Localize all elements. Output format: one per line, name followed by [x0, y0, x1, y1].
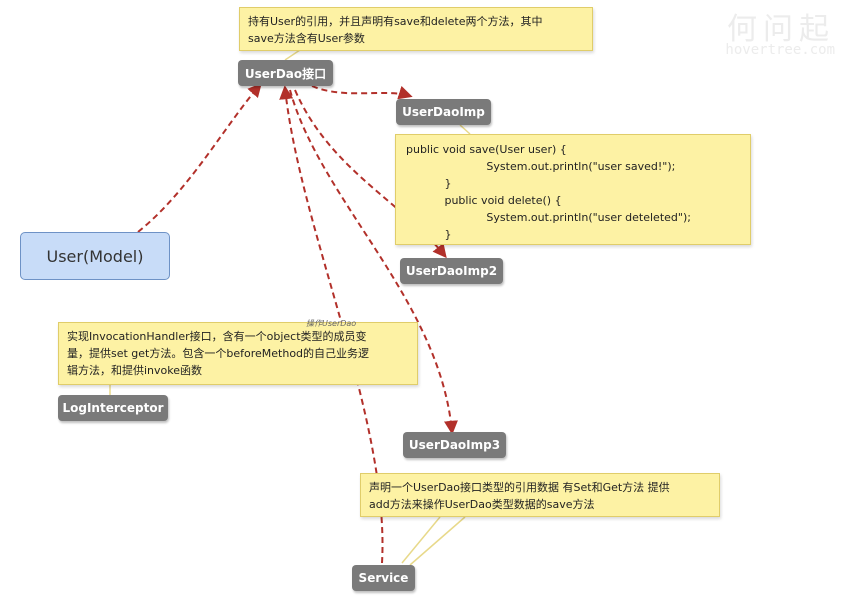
- node-userdaoimp2[interactable]: UserDaoImp2: [400, 258, 503, 284]
- node-userdaoimp[interactable]: UserDaoImp: [396, 99, 491, 125]
- note-line: save方法含有User参数: [248, 32, 365, 45]
- userdaoimp-code-note: public void save(User user) { System.out…: [395, 134, 751, 245]
- callout-service-note-b: [401, 516, 441, 564]
- callout-service-note: [409, 516, 466, 566]
- note-line: add方法来操作UserDao类型数据的save方法: [369, 498, 595, 511]
- code-line: public void delete() {: [406, 194, 562, 207]
- loginterceptor-description-note: 实现InvocationHandler接口，含有一个object类型的成员变 量…: [58, 322, 418, 385]
- note-line: 辑方法，和提供invoke函数: [67, 364, 203, 377]
- edge-userdao-to-userdaoimp3: [289, 89, 458, 435]
- code-line: public void save(User user) {: [406, 143, 567, 156]
- node-loginterceptor[interactable]: LogInterceptor: [58, 395, 168, 421]
- edge-label-operate-userdao: 操作UserDao: [306, 319, 357, 328]
- node-service[interactable]: Service: [352, 565, 415, 591]
- callout-code-note: [459, 124, 471, 135]
- note-line: 量，提供set get方法。包含一个beforeMethod的自己业务逻: [67, 347, 370, 360]
- code-line: System.out.println("user saved!");: [406, 160, 676, 173]
- edge-userdao-to-userdaoimp: [311, 85, 413, 100]
- userdao-description-note: 持有User的引用，并且声明有save和delete两个方法，其中 save方法…: [239, 7, 593, 51]
- note-line: 持有User的引用，并且声明有save和delete两个方法，其中: [248, 15, 543, 28]
- node-userdao-interface[interactable]: UserDao接口: [238, 60, 333, 86]
- watermark-url: hovertree.com: [725, 42, 835, 58]
- note-line: 声明一个UserDao接口类型的引用数据 有Set和Get方法 提供: [369, 481, 670, 494]
- code-line: }: [406, 177, 452, 190]
- note-line: 实现InvocationHandler接口，含有一个object类型的成员变: [67, 330, 367, 343]
- code-line: }: [406, 228, 452, 241]
- node-userdaoimp3[interactable]: UserDaoImp3: [403, 432, 506, 458]
- node-user-model[interactable]: User(Model): [20, 232, 170, 280]
- service-description-note: 声明一个UserDao接口类型的引用数据 有Set和Get方法 提供 add方法…: [360, 473, 720, 517]
- callout-userdao-note: [284, 49, 301, 61]
- edge-usermodel-to-userdao: [137, 82, 262, 233]
- watermark-chinese: 何问起: [727, 12, 835, 47]
- edge-userdao-to-userdaoimp2: [294, 89, 447, 259]
- code-line: System.out.println("user deteleted");: [406, 211, 691, 224]
